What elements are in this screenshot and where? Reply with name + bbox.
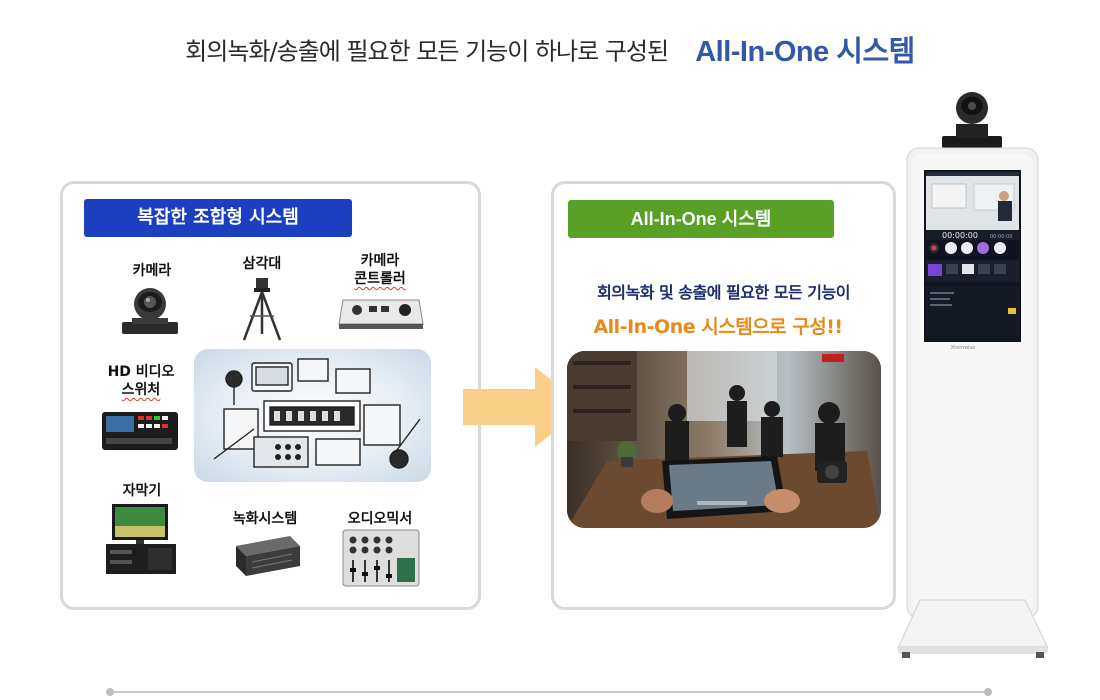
controller-label-line2: 콘트롤러 xyxy=(354,271,406,287)
divider-end-dot xyxy=(984,688,992,696)
controller-label-line1: 카메라 xyxy=(360,253,400,269)
all-in-one-tag: All-In-One 시스템 xyxy=(568,200,834,238)
tripod-label: 삼각대 xyxy=(242,256,282,272)
switcher-label-line2: 스위처 xyxy=(121,382,161,398)
ptz-camera-icon xyxy=(122,288,178,334)
meeting-scene-photo xyxy=(567,351,881,528)
caption-generator-icon xyxy=(106,504,176,574)
camera-label: 카메라 xyxy=(132,263,172,279)
bottom-divider-line xyxy=(110,691,988,693)
all-in-one-description: 회의녹화 및 송출에 필요한 모든 기능이 xyxy=(597,283,850,302)
caption-label: 자막기 xyxy=(122,483,162,499)
device-collage-illustration xyxy=(194,349,431,482)
tripod-icon xyxy=(242,278,282,341)
controller-label: 카메라 콘트롤러 xyxy=(340,252,420,288)
audio-mixer-icon xyxy=(342,529,420,587)
switcher-label: HD 비디오 스위처 xyxy=(96,363,186,399)
headline-brand: All-In-One 시스템 xyxy=(695,36,915,68)
device-collage-drawing xyxy=(213,358,421,469)
mixer-label: 오디오믹서 xyxy=(347,511,413,527)
kiosk-ptz-camera-icon xyxy=(942,92,1002,148)
all-in-one-kiosk: 00:00:00 00:00:00 Xtemwise xyxy=(897,92,1049,658)
kiosk-brand: Xtemwise xyxy=(951,345,976,351)
page-headline: 회의녹화/송출에 필요한 모든 기능이 하나로 구성된 All-In-One 시… xyxy=(0,28,1100,70)
combined-system-tag: 복잡한 조합형 시스템 xyxy=(84,199,352,237)
recording-server-icon xyxy=(236,536,300,576)
kiosk-control-buttons xyxy=(929,242,1006,254)
headline-lead: 회의녹화/송출에 필요한 모든 기능이 하나로 구성된 xyxy=(185,37,669,66)
camera-controller-icon xyxy=(338,299,424,329)
divider-start-dot xyxy=(106,688,114,696)
kiosk-timer-left: 00:00:00 xyxy=(942,231,978,240)
kiosk-timer-right: 00:00:00 xyxy=(990,234,1012,240)
meeting-scene-illustration xyxy=(567,351,881,528)
all-in-one-highlight: All-In-One 시스템으로 구성!! xyxy=(593,316,843,338)
switcher-label-line1: HD 비디오 xyxy=(107,364,175,380)
recorder-label: 녹화시스템 xyxy=(232,511,298,527)
video-switcher-icon xyxy=(102,412,178,450)
